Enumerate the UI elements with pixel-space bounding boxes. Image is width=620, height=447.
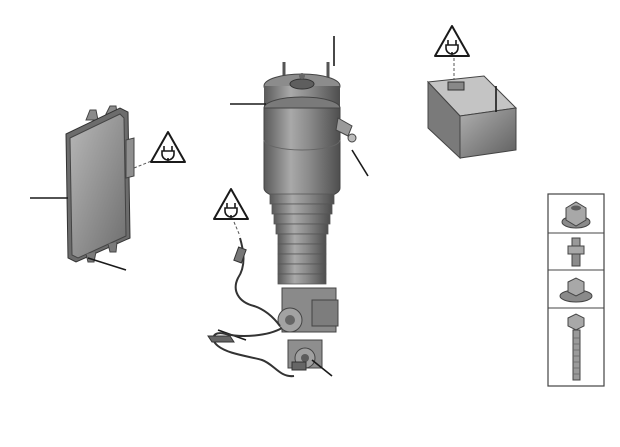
threaded-fitting-icon: [567, 237, 585, 267]
control-module-icon: [65, 105, 135, 263]
hex-bolt-icon: [567, 313, 585, 381]
strut-valve-leader-line: [351, 149, 369, 177]
control-module-bottom-leader-line: [87, 257, 127, 271]
strut-mount-leader-line: [311, 359, 333, 377]
sensor-cable-icon: [207, 237, 307, 378]
flange-nut-icon: [559, 277, 593, 303]
electrical-hazard-warning-icon: [150, 131, 186, 163]
sensor-warning-connector: [233, 221, 241, 237]
collar-nut-icon: [561, 201, 591, 229]
electronic-unit-icon: [426, 75, 518, 160]
electrical-hazard-warning-icon: [434, 25, 470, 57]
air-spring-strut-icon: [263, 62, 357, 369]
electrical-hazard-warning-icon: [213, 188, 249, 220]
